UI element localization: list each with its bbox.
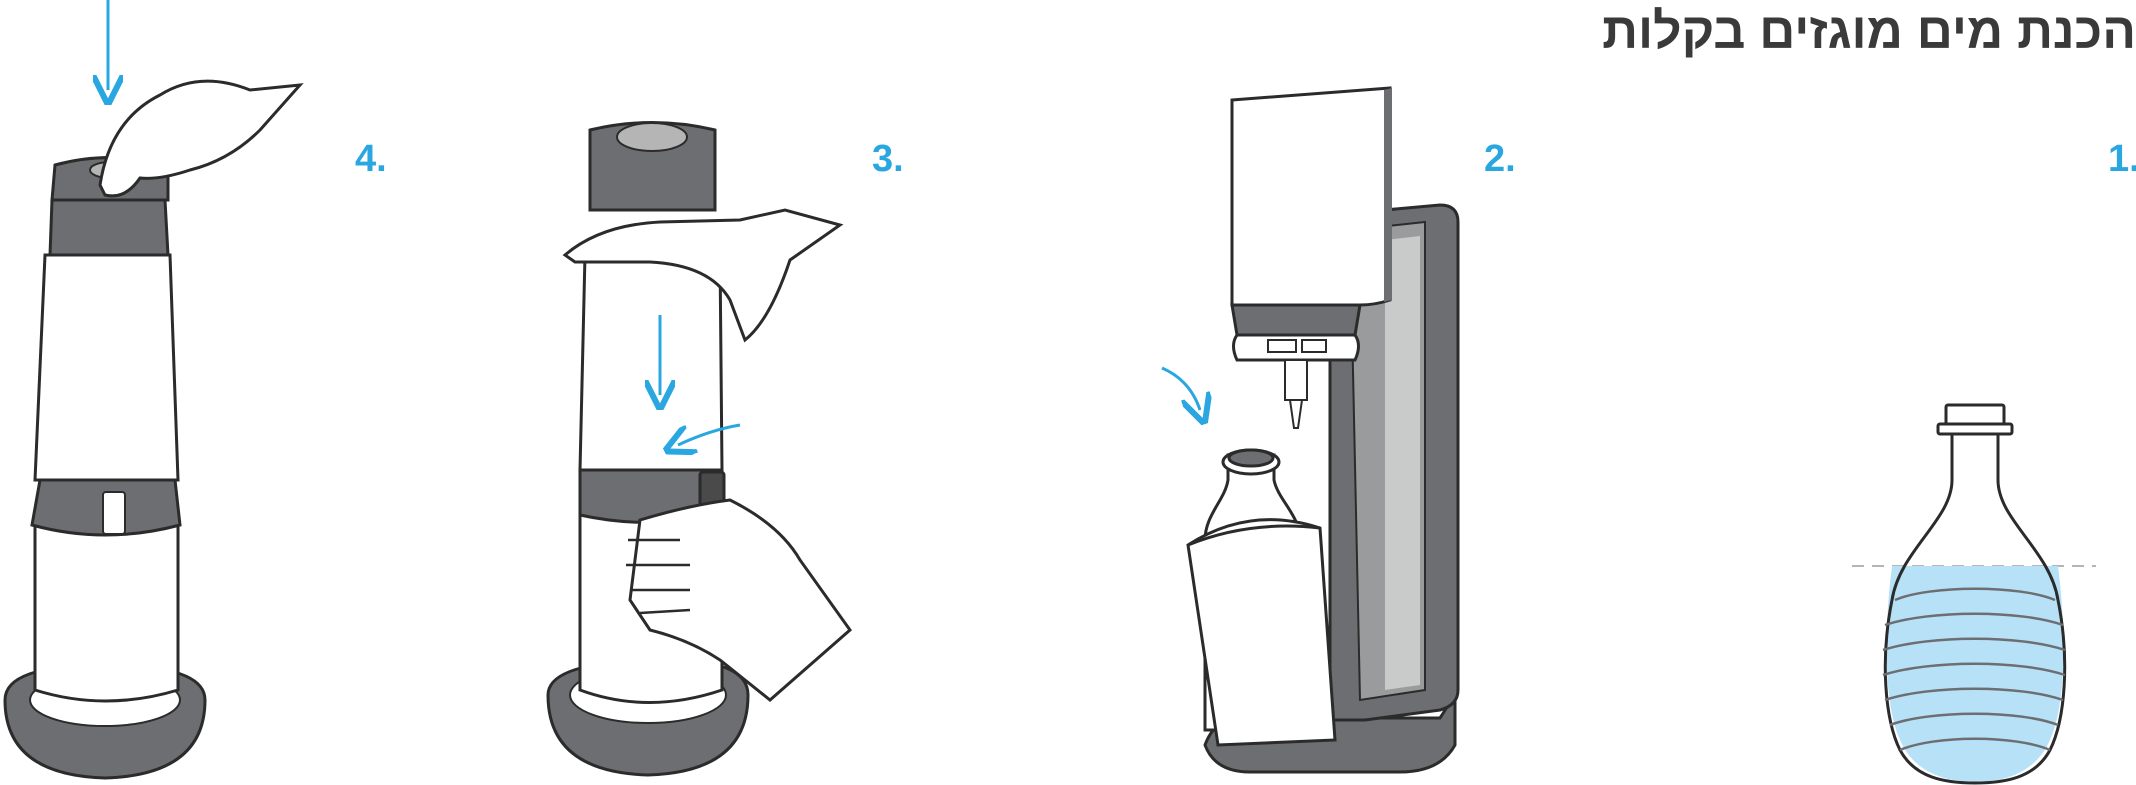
step-1-bottle-illustration	[1852, 403, 2096, 785]
step-4-press-illustration	[3, 0, 304, 780]
step-3-number: 3.	[872, 138, 904, 180]
bottle-cap	[1944, 403, 2006, 427]
rotate-arrow-icon	[678, 423, 741, 445]
page-title: הכנת מים מוגזים בקלות	[1602, 3, 2136, 59]
step-2-number: 2.	[1484, 138, 1516, 180]
step-1-number: 1.	[2108, 138, 2136, 180]
water	[1886, 566, 2064, 782]
step-2-machine-illustration	[1161, 86, 1460, 774]
step-3-assembly-illustration	[546, 121, 853, 777]
step-4-number: 4.	[355, 138, 387, 180]
insert-arrow-icon	[1161, 366, 1200, 410]
